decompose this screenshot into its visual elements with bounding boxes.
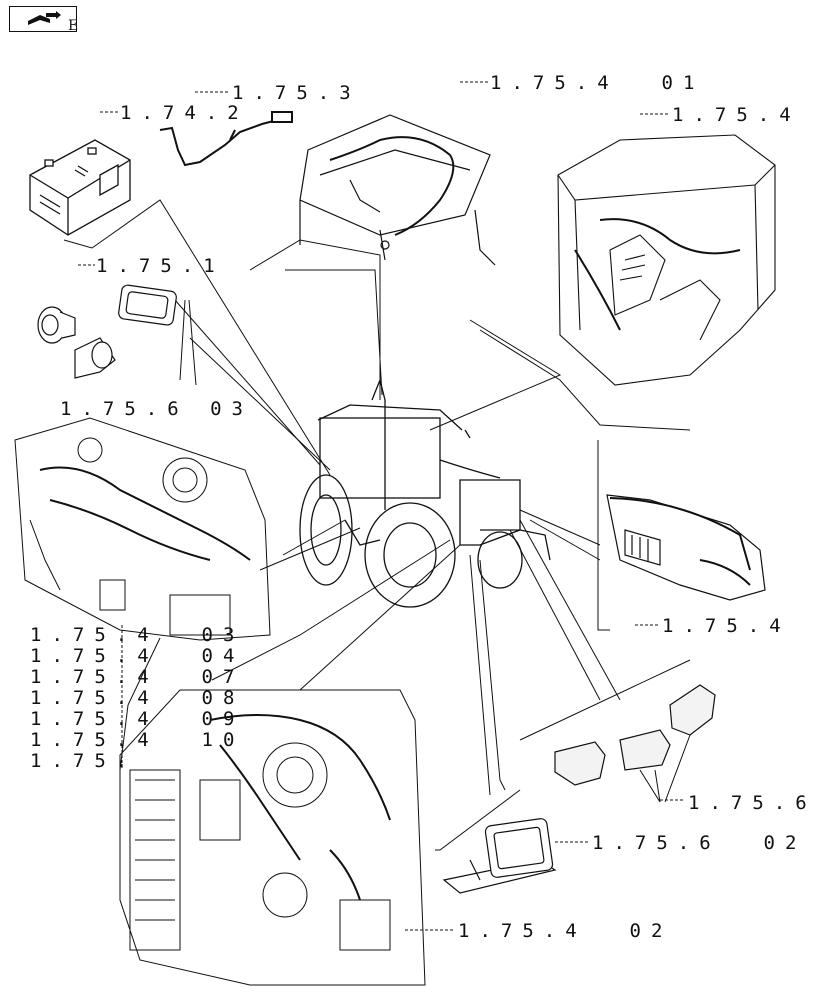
callout-1-75-4-01[interactable]: 1.75.4 01 (490, 72, 705, 94)
work-light-illustration (442, 818, 557, 894)
cab-roof-illustration (299, 114, 496, 266)
callout-1-74-2[interactable]: 1.74.2 (120, 102, 249, 124)
leader-lights (189, 337, 331, 471)
callout-stack-row[interactable]: 1.75.4 04 (30, 645, 245, 667)
callout-1-75-4-02[interactable]: 1.75.4 02 (458, 920, 673, 942)
callout-stack-row[interactable]: 1.75.4 09 (30, 708, 245, 730)
leader-cab-roof (249, 239, 381, 400)
callout-1-75-6-02[interactable]: 1.75.6 02 (592, 832, 807, 854)
battery-illustration (29, 139, 131, 236)
tractor-illustration (299, 377, 551, 608)
leader-battery (63, 199, 331, 476)
callout-stack-row[interactable]: 1.75.4 10 (30, 729, 245, 751)
front-light-leaders (639, 734, 691, 803)
callout-stack-row[interactable]: 1.75.4 07 (30, 666, 245, 688)
hood-illustration (606, 494, 766, 601)
exploded-parts-diagram (14, 81, 776, 986)
leader-worklight (479, 559, 506, 791)
cable-harness-small (159, 111, 293, 167)
callout-1-75-4-right[interactable]: 1.75.4 (662, 615, 791, 637)
lamp-group (37, 284, 177, 379)
book-arrow-icon (28, 11, 61, 25)
nav-letter: E (68, 18, 79, 34)
cab-interior-illustration (557, 134, 776, 386)
leader-hood (519, 509, 601, 546)
callout-1-75-6-03[interactable]: 1.75.6 03 (60, 398, 253, 420)
callout-1-75-4-top[interactable]: 1.75.4 (672, 104, 801, 126)
callout-stack-row[interactable]: 1.75. (30, 750, 138, 772)
leader-rear-axle (282, 519, 346, 556)
callout-connectors (78, 81, 685, 931)
front-light-group (554, 684, 716, 786)
callout-stack-left: 1.75.4 03 1.75.4 04 1.75.4 07 1.75.4 08 … (30, 625, 244, 772)
callout-1-75-3[interactable]: 1.75.3 (232, 82, 361, 104)
callout-1-75-1[interactable]: 1.75.1 (96, 255, 225, 277)
leader-engine (211, 539, 451, 681)
callout-stack-row[interactable]: 1.75.4 03 (30, 624, 245, 646)
leader-cab-right (429, 319, 562, 431)
rear-axle-illustration (14, 417, 271, 641)
nav-back-button[interactable] (9, 6, 77, 32)
callout-stack-row[interactable]: 1.75.4 08 (30, 687, 245, 709)
leader-front-lights (519, 519, 621, 701)
engine-illustration (119, 689, 426, 986)
callout-1-75-6-right[interactable]: 1.75.6 (688, 792, 817, 814)
leader-lines (63, 199, 691, 851)
